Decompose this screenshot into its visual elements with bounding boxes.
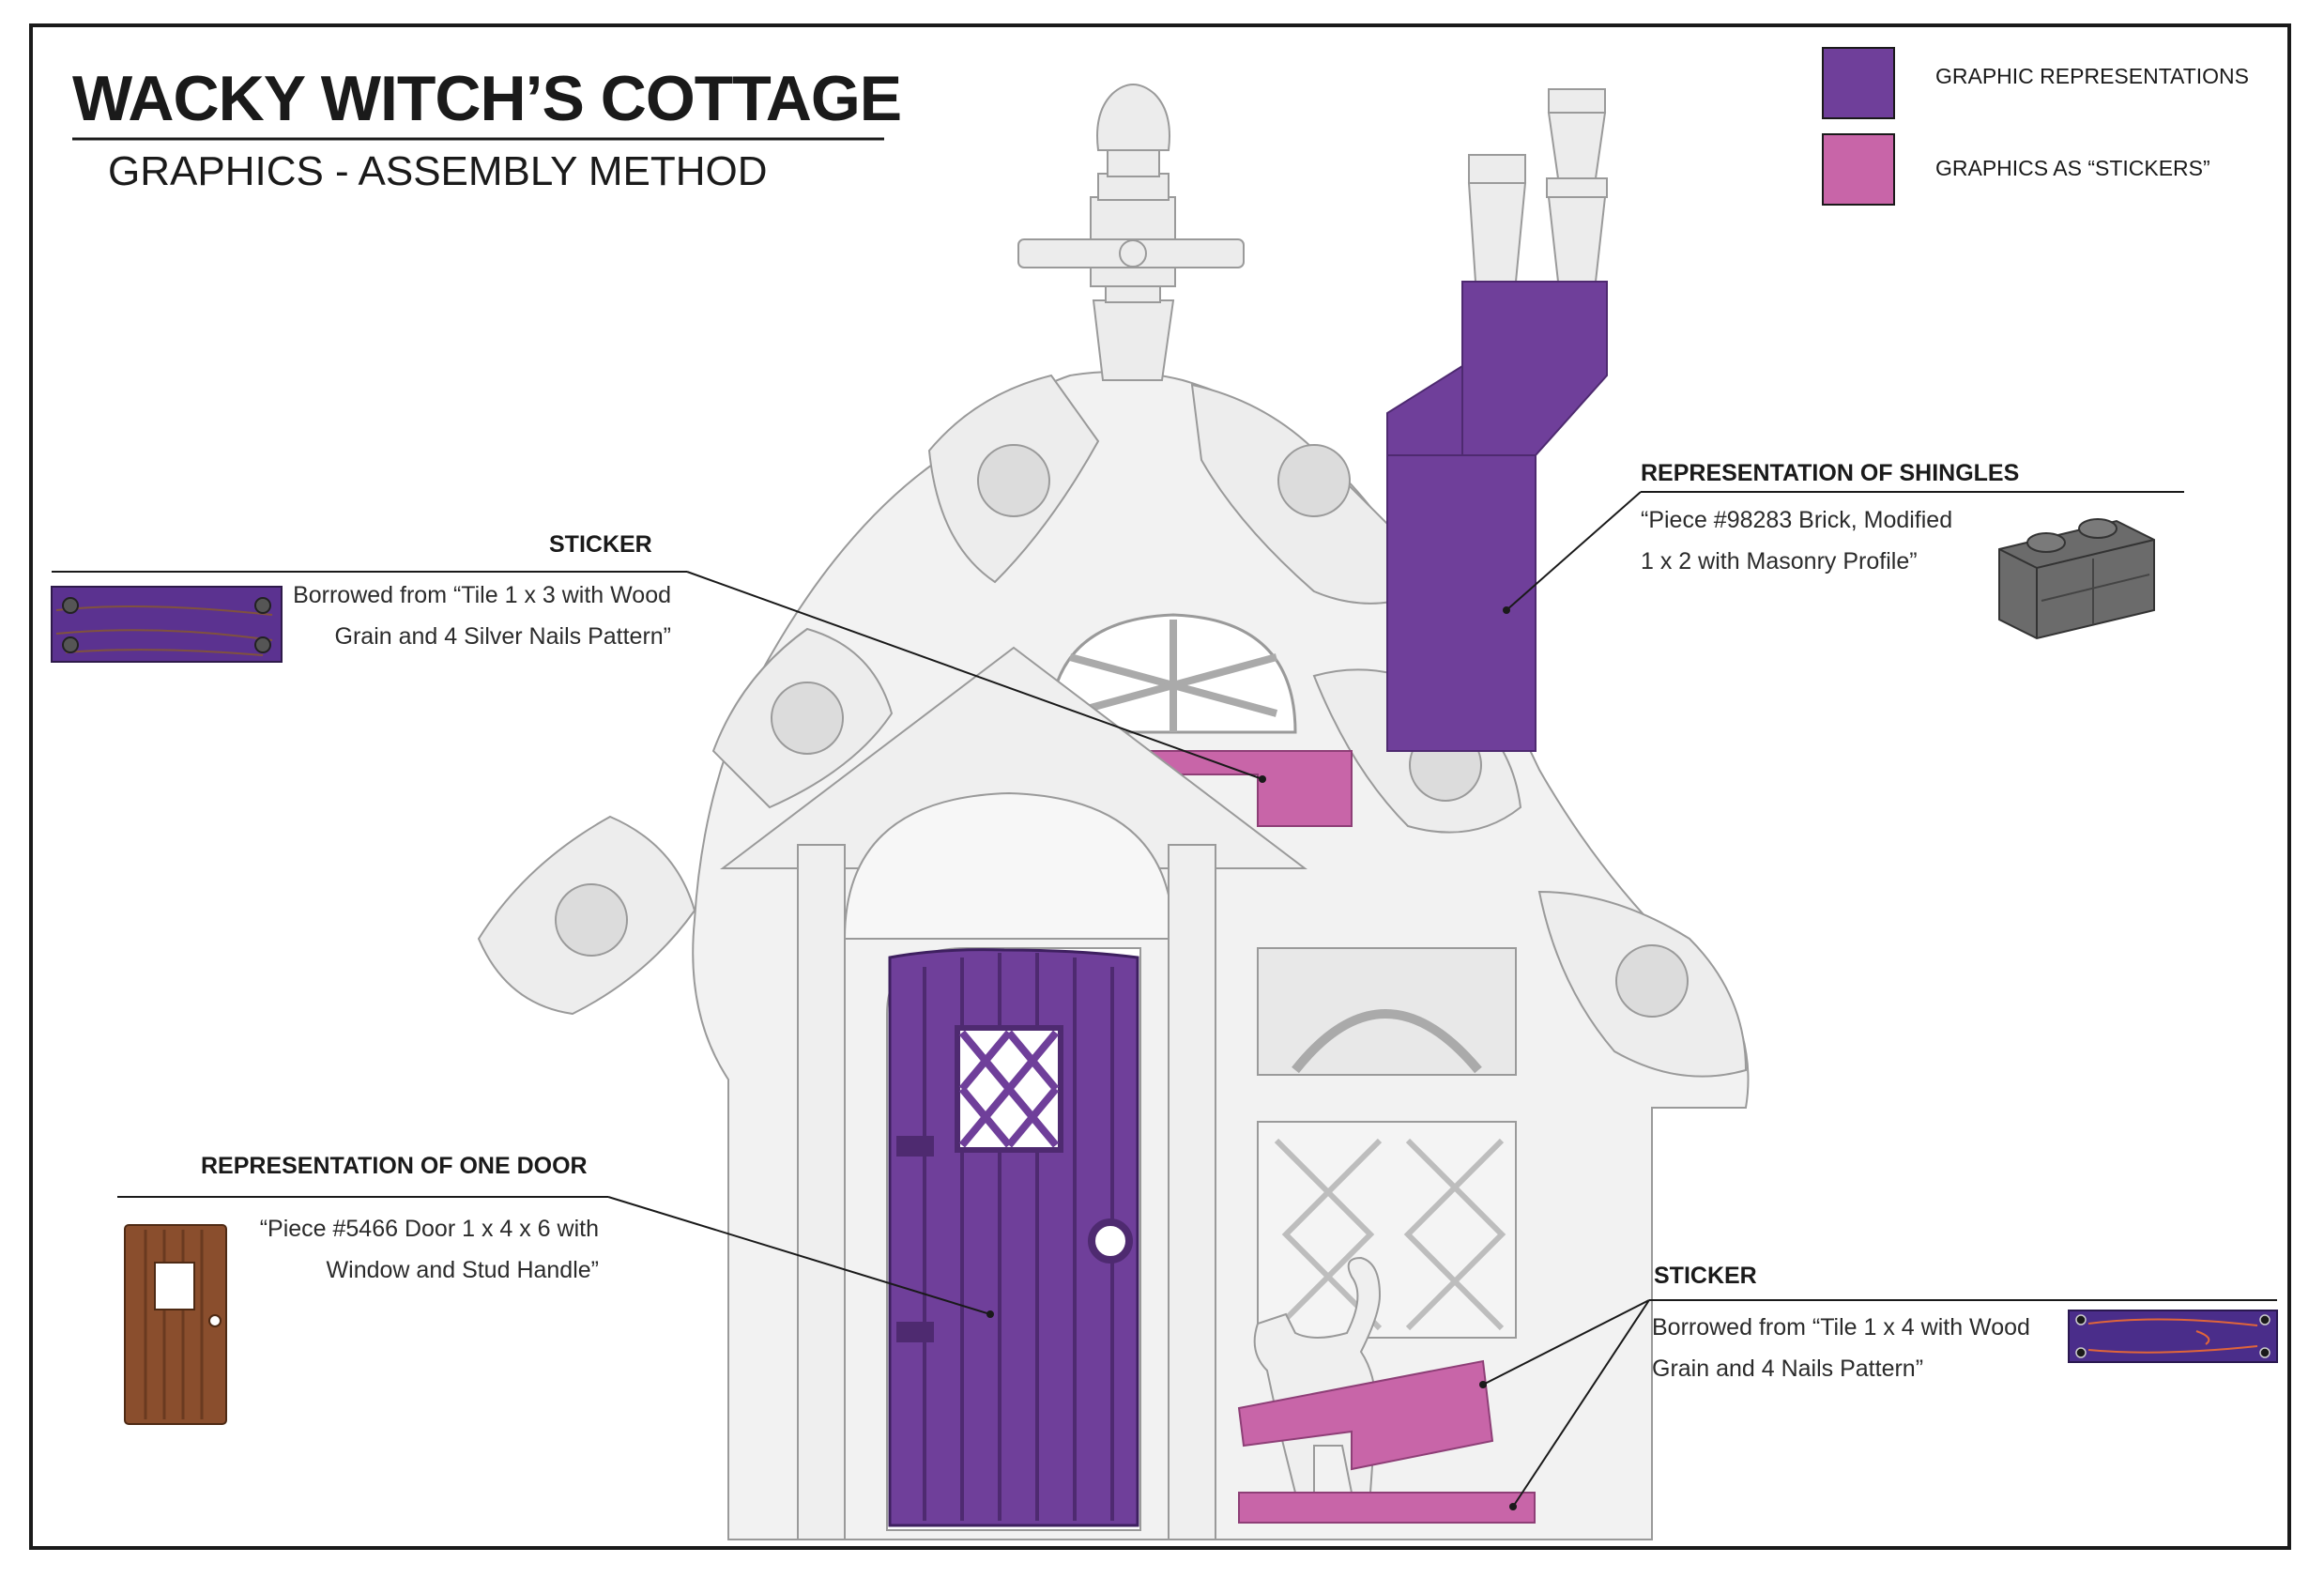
legend-label-graphic: GRAPHIC REPRESENTATIONS [1935, 64, 2249, 88]
sticker-left-desc: Borrowed from “Tile 1 x 3 with Wood Grai… [282, 575, 671, 657]
tile-1x4-sticker-icon [2068, 1310, 2278, 1363]
shingles-heading: REPRESENTATION OF SHINGLES [1641, 460, 2020, 486]
page-subtitle: GRAPHICS - ASSEMBLY METHOD [108, 148, 768, 194]
page-frame [29, 23, 2291, 1550]
spire-ornament [1017, 84, 1245, 381]
shingle-studs [555, 444, 1689, 1018]
masonry-brick-icon [1998, 518, 2155, 640]
shingles-line2: 1 x 2 with Masonry Profile” [1641, 548, 1918, 575]
door-graphic [886, 946, 1141, 1531]
sticker-right-line1: Borrowed from “Tile 1 x 4 with Wood [1652, 1314, 2030, 1341]
sticker-bench [1237, 1359, 1494, 1471]
tile-1x3-sticker-icon [51, 586, 283, 663]
sticker-step [1238, 1492, 1536, 1524]
lattice-windows [1257, 947, 1517, 1339]
page-title: WACKY WITCH’S COTTAGE [72, 63, 902, 134]
leader-lines [52, 491, 2277, 1508]
door-desc: “Piece #5466 Door 1 x 4 x 6 with Window … [233, 1208, 599, 1291]
sticker-right-line2: Grain and 4 Nails Pattern” [1652, 1356, 1924, 1382]
porch-gable [720, 646, 1307, 1540]
shingles-line1: “Piece #98283 Brick, Modified [1641, 507, 1953, 533]
shingles-desc: “Piece #98283 Brick, Modified 1 x 2 with… [1641, 499, 1952, 582]
door-line1: “Piece #5466 Door 1 x 4 x 6 with [259, 1216, 599, 1242]
door-heading: REPRESENTATION OF ONE DOOR [201, 1153, 588, 1179]
sticker-left-line1: Borrowed from “Tile 1 x 3 with Wood [293, 582, 671, 608]
top-window [1047, 613, 1297, 734]
legend-swatch-sticker [1822, 133, 1895, 206]
chimney-pots [1467, 88, 1608, 283]
sticker-right-desc: Borrowed from “Tile 1 x 4 with Wood Grai… [1652, 1307, 2030, 1389]
sticker-left-heading: STICKER [549, 531, 652, 558]
sticker-right-heading: STICKER [1654, 1263, 1757, 1289]
sticker-left-line2: Grain and 4 Silver Nails Pattern” [334, 623, 671, 650]
chimney-graphic [1386, 281, 1608, 752]
legend-label-sticker: GRAPHICS AS “STICKERS” [1935, 156, 2210, 180]
leader-dots [986, 606, 1517, 1510]
door-line2: Window and Stud Handle” [326, 1257, 599, 1283]
legend-swatch-graphic [1822, 47, 1895, 119]
door-piece-icon [124, 1224, 227, 1425]
